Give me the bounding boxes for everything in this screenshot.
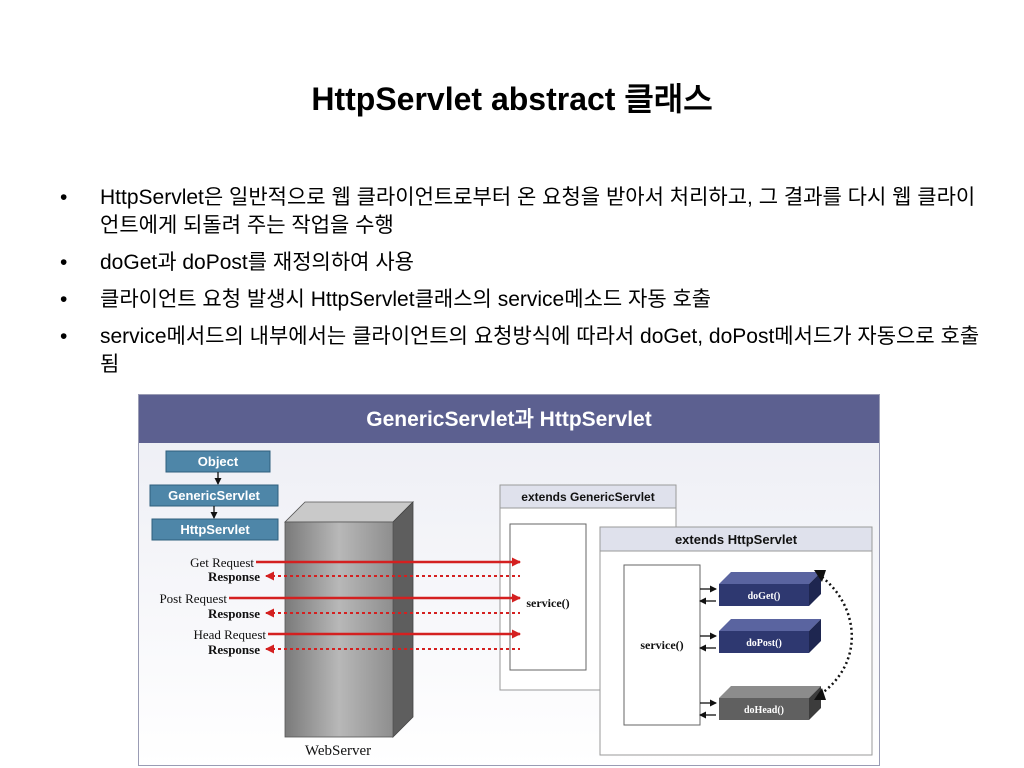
method-box-top: [719, 686, 821, 698]
http-service-label: service(): [640, 638, 683, 652]
method-label-doget: doGet(): [748, 591, 781, 602]
generic-panel-title: extends GenericServlet: [521, 490, 654, 504]
diagram-header: GenericServlet과 HttpServlet: [366, 408, 651, 431]
webserver-front: [284, 521, 394, 738]
servlet-diagram: GenericServlet과 HttpServlet Object Gener…: [138, 394, 880, 766]
method-box-top: [719, 619, 821, 631]
bullet-item: 클라이언트 요청 발생시 HttpServlet클래스의 service메소드 …: [60, 286, 980, 314]
hierarchy-label-genericservlet: GenericServlet: [168, 488, 260, 503]
http-panel-title: extends HttpServlet: [675, 532, 798, 547]
post-response-label: Response: [208, 606, 260, 621]
webserver-label: WebServer: [305, 743, 371, 759]
slide-title: HttpServlet abstract 클래스: [311, 81, 713, 117]
request-flow-arrows: [229, 557, 521, 654]
method-label-dopost: doPost(): [746, 638, 782, 649]
hierarchy-box-httpservlet: [151, 518, 279, 541]
method-box-side: [809, 572, 821, 606]
bullet-list: HttpServlet은 일반적으로 웹 클라이언트로부터 온 요청을 받아서 …: [60, 184, 980, 388]
method-box-side: [809, 619, 821, 653]
webserver-side: [392, 501, 414, 738]
diagram-header-bar: [139, 395, 879, 443]
method-box-dohead: [719, 698, 809, 720]
post-request-label: Post Request: [159, 591, 227, 606]
head-request-label: Head Request: [193, 627, 266, 642]
get-request-label: Get Request: [190, 555, 254, 570]
generic-service-label: service(): [526, 596, 569, 610]
get-response-label: Response: [208, 569, 260, 584]
method-label-dohead: doHead(): [744, 705, 784, 716]
head-response-label: Response: [208, 642, 260, 657]
method-box-dopost: [719, 631, 809, 653]
http-panel-header: [599, 526, 873, 552]
method-box-doget: [719, 584, 809, 606]
generic-panel-header: [499, 484, 677, 509]
http-service-box: [623, 564, 701, 726]
class-hierarchy: Object GenericServlet HttpServlet: [149, 450, 279, 541]
dotted-curve-arrowhead-top: [814, 570, 826, 582]
bullet-item: HttpServlet은 일반적으로 웹 클라이언트로부터 온 요청을 받아서 …: [60, 184, 980, 240]
http-servlet-panel: extends HttpServlet service() doGet() do…: [599, 526, 873, 756]
request-labels: Get Request Response Post Request Respon…: [159, 555, 266, 657]
method-box-top: [719, 572, 821, 584]
dotted-curve-arrowhead-bottom: [814, 688, 826, 700]
bullet-item: service메서드의 내부에서는 클라이언트의 요청방식에 따라서 doGet…: [60, 323, 980, 379]
webserver-top: [284, 501, 414, 523]
webserver-block: WebServer: [284, 501, 414, 759]
hierarchy-label-object: Object: [198, 454, 239, 469]
bullet-item: doGet과 doPost를 재정의하여 사용: [60, 249, 980, 277]
hierarchy-label-httpservlet: HttpServlet: [180, 522, 250, 537]
dotted-curve: [817, 572, 853, 698]
